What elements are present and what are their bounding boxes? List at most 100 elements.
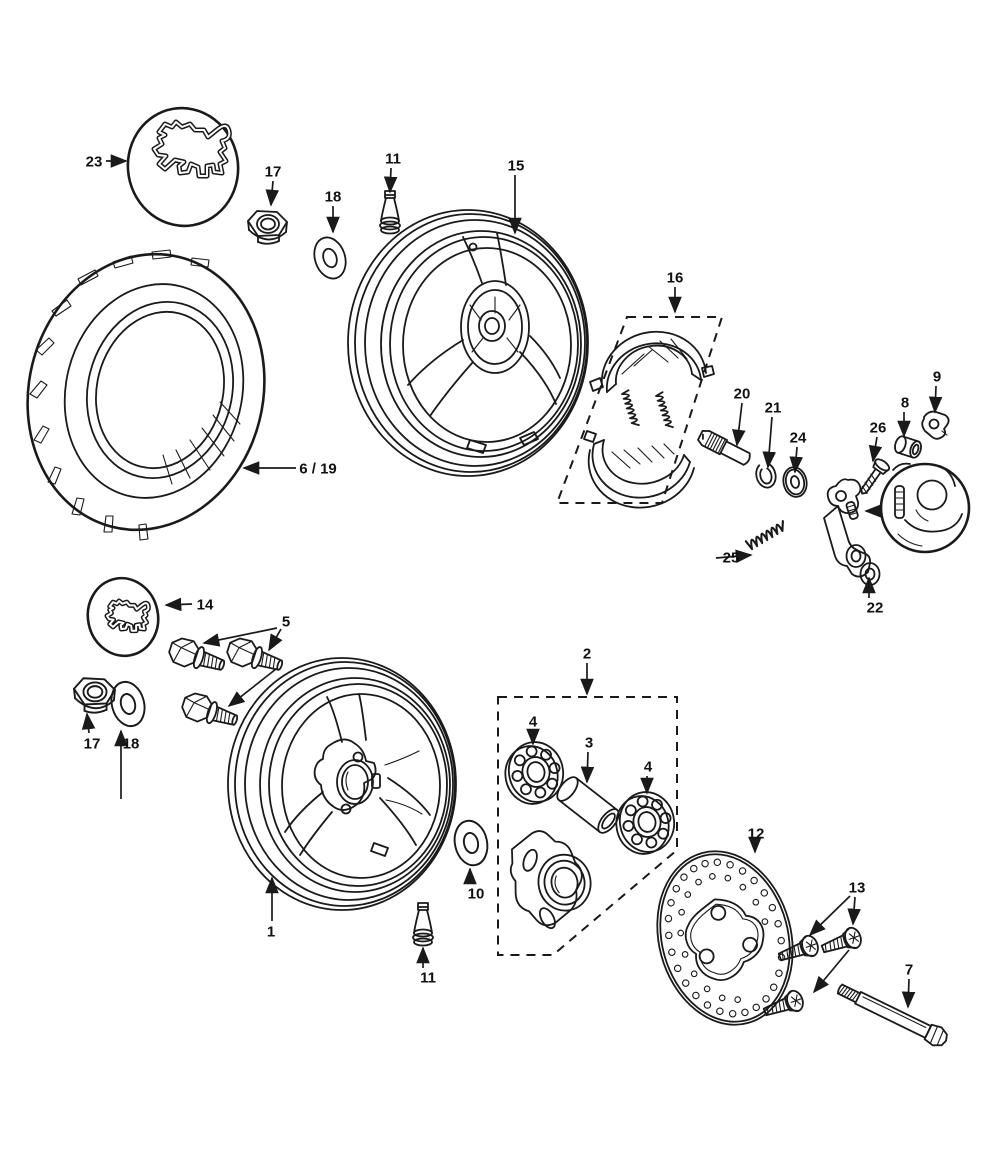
leader-arrow-5 [202,627,278,647]
callout-label-21: 21 [765,400,782,417]
disc-hole [677,929,685,937]
axle-nut-top [247,210,288,245]
brake-shoe-kit [555,316,724,509]
leader-arrow-17-top [265,180,280,207]
disc-screws [760,924,865,1023]
disc-hole [769,983,778,992]
wheel-bolt [178,689,242,734]
tire [26,249,266,541]
disc-hole [774,920,782,928]
front-hub [313,738,381,815]
disc-hole [761,918,769,925]
detail-knob [916,479,948,511]
disc-hole [678,908,686,916]
rear-wheel-spokes [407,232,561,454]
spacer [556,776,620,834]
disc-hole [728,1009,737,1018]
callout-label-11-bottom: 11 [420,970,436,987]
bearing-right [609,786,681,860]
kit-boundary-2 [497,696,678,956]
leader-arrow-25 [715,549,753,564]
disc-hole [695,878,702,886]
hub-cap-small [86,576,160,658]
callout-label-20: 20 [734,386,751,403]
hub-cap-large [126,106,240,228]
leader-arrow-26 [868,436,883,463]
screw-26 [860,458,891,495]
detail-circle [879,462,971,554]
disc-hole [668,948,676,956]
disc-hole [667,899,675,907]
hub-bearing-kit [497,696,681,956]
brake-shoe-lower [583,430,695,509]
callout-label-1: 1 [267,924,275,941]
disc-hole [716,1007,724,1015]
tire-inner-tread-lines [162,401,241,485]
wheel-bolt [165,634,229,679]
leader-arrow-14 [164,597,193,612]
callout-label-26: 26 [870,420,887,437]
callout-label-5: 5 [282,614,290,631]
washer-bottom [105,677,151,731]
brake-disc [656,850,794,1026]
valve-top [379,190,401,235]
washer-top [308,232,352,284]
disc-hole [708,873,716,880]
wheel-bolts [165,634,287,734]
disc-hole [777,936,785,945]
disc-hole [738,867,747,875]
brake-arm [823,478,881,586]
clamp-9 [921,410,950,440]
disc-hole [752,898,760,906]
valve-hole [468,242,478,252]
callout-label-11-top: 11 [385,151,401,168]
peugeot-lion-icon [154,122,229,176]
callout-label-24: 24 [790,430,807,447]
disc-hole [703,1001,712,1009]
callout-label-13: 13 [849,880,866,897]
brake-cam [697,430,751,466]
leader-arrow-5 [227,668,277,708]
spring-25 [742,520,790,552]
callout-label-9: 9 [933,369,941,386]
leader-arrow-7 [901,978,916,1009]
disc-hole [750,876,758,885]
disc-hole [680,873,688,881]
disc-hole [665,931,673,940]
callout-label-6-19: 6 / 19 [299,461,337,478]
callout-label-17-bottom: 17 [84,736,101,753]
disc-hole [775,969,783,977]
disc-hole [664,914,673,923]
leader-arrow-13 [847,896,861,926]
disc-hole [752,1003,760,1012]
peugeot-lion-icon [107,601,148,631]
disc-hole [726,861,734,869]
disc-hole [672,884,681,893]
disc-hole [760,889,769,897]
detail-adjuster-scale [894,485,905,519]
disc-hole [741,1008,749,1017]
callout-label-4-right: 4 [644,759,653,776]
valve-bottom [412,902,434,947]
disc-hole [734,996,742,1003]
leader-arrow-9 [928,385,943,414]
callout-label-4-left: 4 [529,714,538,731]
disc-hole [673,964,682,973]
axle-shaft [836,983,948,1047]
callout-label-18-bottom: 18 [123,736,140,753]
leader-arrow-17-bottom [81,712,96,734]
brake-shoe-upper [589,330,715,393]
disc-hole-ring [664,858,786,1018]
disc-hole [724,874,732,882]
front-wheel-spokes [284,693,431,857]
rear-wheel [347,209,589,477]
brake-shoe-spring [654,390,674,430]
leader-arrow-21 [762,416,776,469]
callout-label-7: 7 [905,962,913,979]
disc-hole [684,891,692,898]
washer-10 [449,816,493,870]
disc-center-cutout [684,898,765,981]
